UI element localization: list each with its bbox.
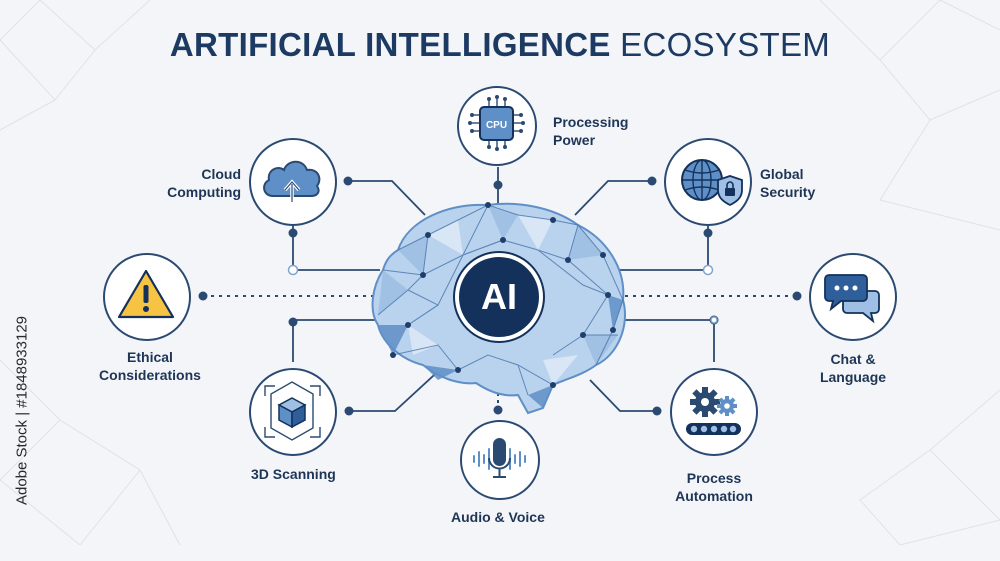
microphone-icon: [473, 438, 526, 478]
cpu-chip-text: CPU: [486, 120, 507, 131]
cloud-computing-label: Cloud Computing: [167, 166, 241, 200]
title-light: ECOSYSTEM: [620, 26, 831, 63]
cloud-upload-icon: [263, 160, 321, 202]
background-mesh: [0, 0, 1000, 545]
cloud-computing-node: [249, 138, 337, 226]
ethical-considerations-node: [103, 253, 191, 341]
chat-bubbles-icon: [824, 274, 880, 324]
process-automation-label: Process Automation: [675, 470, 753, 504]
warning-icon: [117, 269, 175, 319]
ai-center-badge: AI: [455, 253, 543, 341]
process-automation-node: [670, 368, 758, 456]
audio-voice-label: Audio & Voice: [451, 509, 545, 525]
watermark-text: Adobe Stock | #1848933129: [13, 315, 31, 506]
processing-power-label: Processing Power: [553, 114, 629, 148]
3d-scanning-node: [249, 368, 337, 456]
chat-language-node: [809, 253, 897, 341]
3d-cube-scan-icon: [264, 381, 321, 441]
ethical-considerations-label: Ethical Considerations: [99, 349, 201, 383]
gears-conveyor-icon: [686, 387, 741, 435]
title-strong: ARTIFICIAL INTELLIGENCE: [169, 26, 611, 63]
cpu-chip-icon: CPU: [468, 95, 525, 151]
page-title: ARTIFICIAL INTELLIGENCE ECOSYSTEM: [0, 26, 1000, 64]
audio-voice-node: [460, 420, 540, 500]
global-security-label: Global Security: [760, 166, 816, 200]
globe-shield-icon: [681, 159, 743, 207]
global-security-node: [664, 138, 752, 226]
3d-scanning-label: 3D Scanning: [251, 466, 336, 482]
processing-power-node: CPU: [457, 86, 537, 166]
chat-language-label: Chat & Language: [819, 351, 887, 385]
